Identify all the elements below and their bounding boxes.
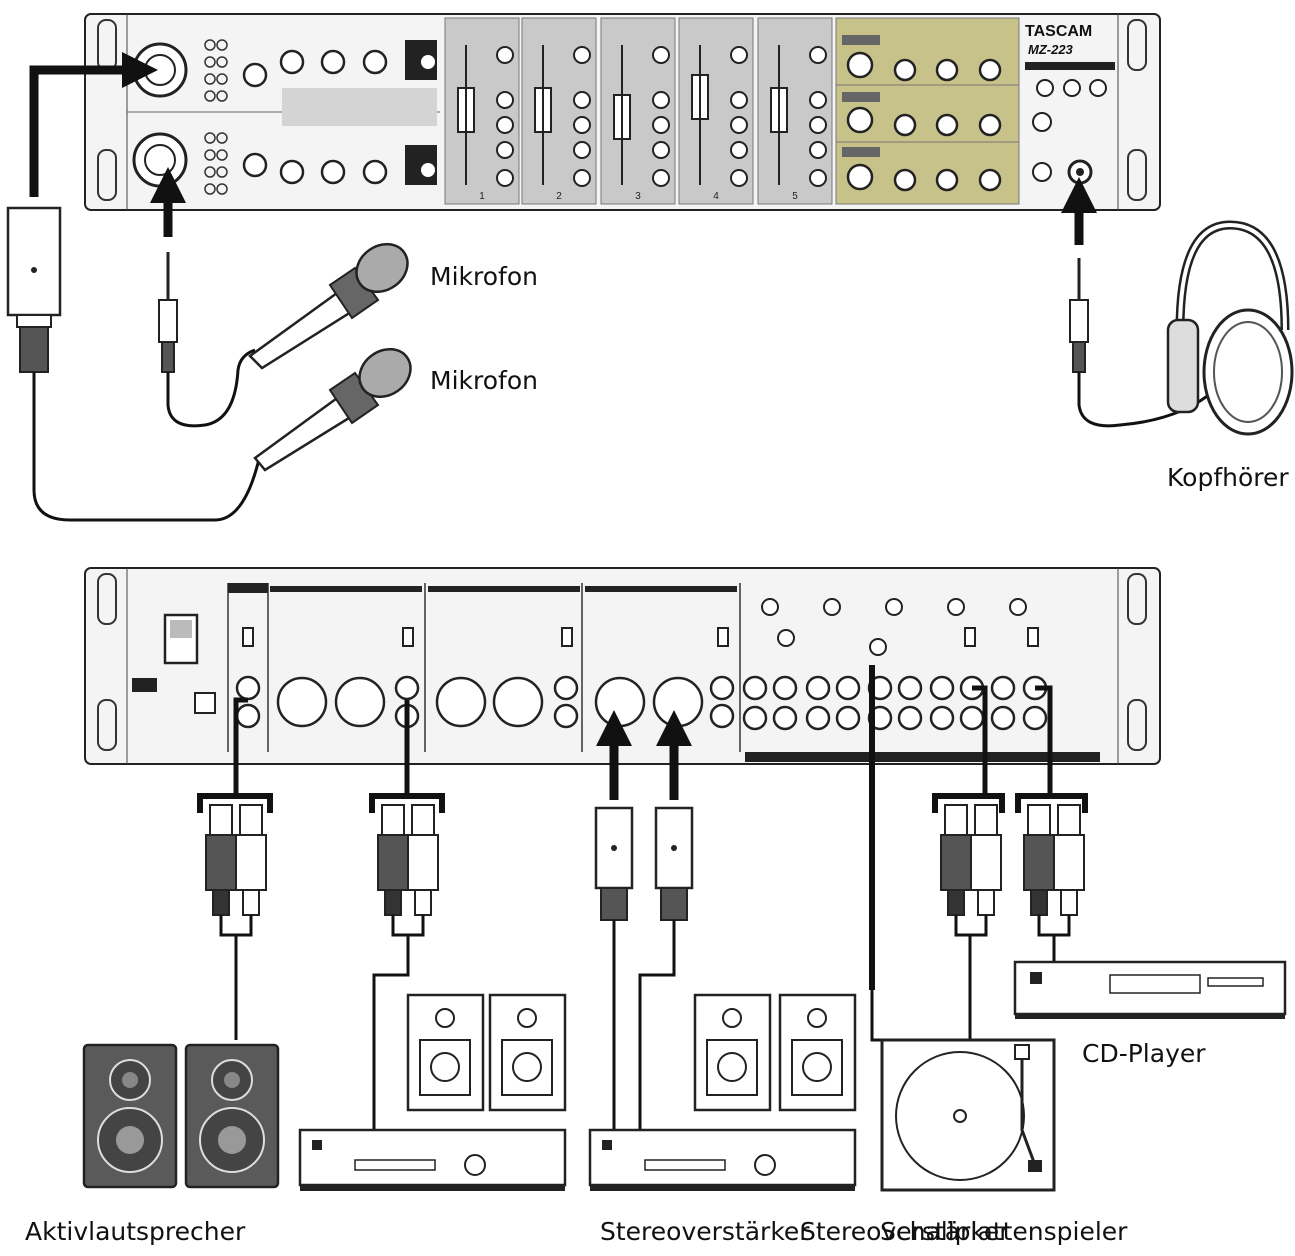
rca-pair-input-cd bbox=[1015, 685, 1088, 962]
label-microphone-1: Mikrofon bbox=[430, 262, 538, 291]
label-turntable: Schallplattenspieler bbox=[880, 1217, 1128, 1246]
jack-plug-mic-2 bbox=[158, 252, 178, 373]
microphone-2-icon bbox=[253, 347, 412, 472]
rca-pair-monitor bbox=[197, 697, 273, 1040]
stereo-amplifier-1-icon bbox=[298, 1128, 567, 1191]
turntable-icon bbox=[880, 1038, 1056, 1192]
front-panel: 1 2 3 4 5 TASCAM MZ-223 bbox=[84, 13, 1161, 211]
channel-number-4: 4 bbox=[713, 191, 719, 202]
rca-pair-main-out-3 bbox=[369, 700, 445, 1130]
rca-pair-input-turntable bbox=[932, 685, 1005, 1040]
channel-number-5: 5 bbox=[792, 191, 798, 202]
label-stereo-amplifier-1: Stereoverstärker bbox=[600, 1217, 810, 1246]
stereo-amplifier-2-icon bbox=[588, 1128, 857, 1191]
mic-input-1-socket bbox=[132, 42, 188, 98]
brand-name: TASCAM bbox=[1025, 23, 1092, 40]
rear-panel bbox=[84, 567, 1161, 765]
label-active-speakers: Aktivlautsprecher bbox=[25, 1217, 246, 1246]
passive-speakers-2-icon bbox=[693, 993, 857, 1112]
active-speakers-icon bbox=[82, 1043, 280, 1189]
passive-speakers-1-icon bbox=[406, 993, 567, 1112]
label-cd-player: CD-Player bbox=[1082, 1039, 1206, 1068]
model-name: MZ-223 bbox=[1028, 42, 1074, 57]
mic-input-2-socket bbox=[132, 132, 188, 188]
label-microphone-2: Mikrofon bbox=[430, 366, 538, 395]
microphone-1-icon bbox=[248, 242, 409, 370]
channel-number-3: 3 bbox=[635, 191, 641, 202]
xlr-plug bbox=[6, 206, 62, 373]
jack-plug-headphones bbox=[1069, 258, 1089, 373]
cd-player-icon bbox=[1013, 960, 1287, 1019]
xlr-pair-main-out-1 bbox=[594, 806, 694, 1130]
label-headphones: Kopfhörer bbox=[1167, 463, 1289, 492]
channel-number-2: 2 bbox=[556, 191, 562, 202]
channel-number-1: 1 bbox=[479, 191, 485, 202]
label-stereo-amplifier-2: Stereoverstärker bbox=[800, 1217, 1010, 1246]
headphone-socket bbox=[1067, 159, 1093, 185]
main-output-section bbox=[835, 17, 1020, 205]
channel-strips: 1 2 3 4 5 bbox=[444, 17, 833, 205]
headphones-icon bbox=[1166, 220, 1294, 436]
